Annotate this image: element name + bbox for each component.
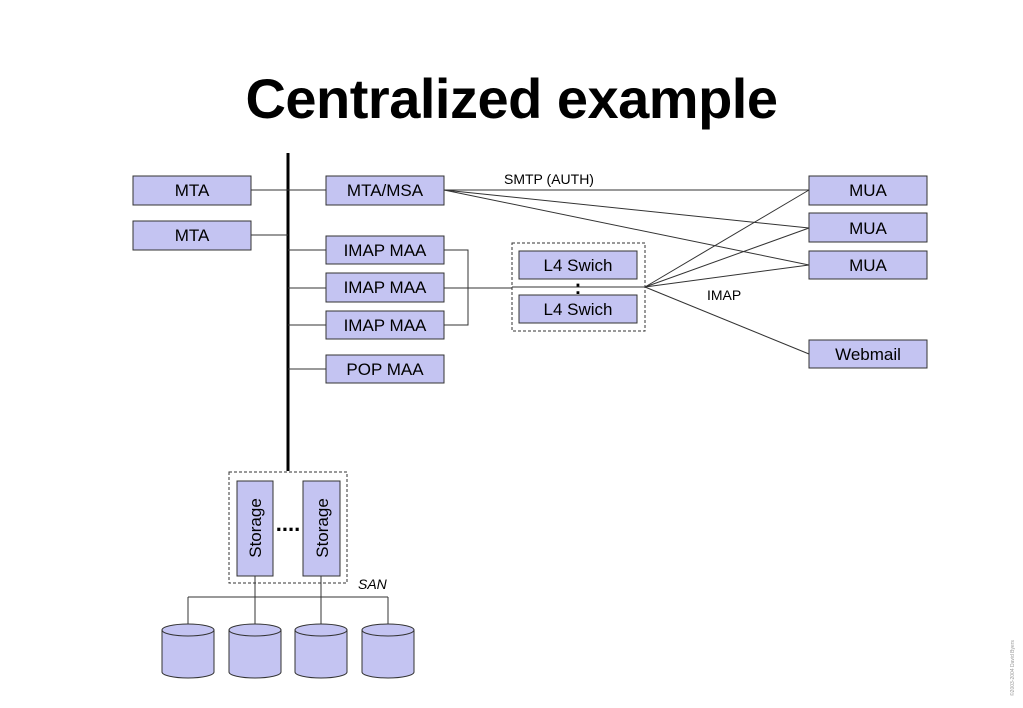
imap-line-2 — [644, 227, 810, 288]
node-label: MUA — [849, 219, 887, 238]
san-label: SAN — [358, 576, 388, 592]
disk-2 — [228, 623, 282, 679]
node-pop-maa: POP MAA — [325, 354, 445, 384]
node-label: IMAP MAA — [344, 316, 427, 335]
node-label: Storage — [246, 498, 265, 558]
node-label: Webmail — [835, 345, 901, 364]
imap-line-4 — [644, 286, 810, 355]
storage-group — [228, 471, 348, 584]
node-label: Storage — [313, 498, 332, 558]
node-storage-2: Storage — [302, 480, 341, 577]
smtp-line-2 — [443, 189, 810, 229]
node-imap-maa-1: IMAP MAA — [325, 235, 445, 265]
switch-ellipsis: : — [575, 277, 582, 299]
storage-ellipsis: .... — [276, 511, 300, 536]
node-mua-3: MUA — [808, 250, 928, 280]
node-label: MTA — [175, 181, 210, 200]
node-label: IMAP MAA — [344, 278, 427, 297]
smtp-label: SMTP (AUTH) — [504, 171, 594, 187]
node-label: L4 Swich — [544, 300, 613, 319]
slide-title: Centralized example — [245, 67, 778, 130]
node-l4-swich-2: L4 Swich — [518, 294, 638, 324]
node-mua-1: MUA — [808, 175, 928, 206]
node-imap-maa-3: IMAP MAA — [325, 310, 445, 340]
node-label: MUA — [849, 181, 887, 200]
copyright-notice: ©2003-2004 David Byers — [1010, 640, 1016, 696]
node-mua-2: MUA — [808, 212, 928, 243]
imap-line-3 — [644, 264, 810, 288]
disk-4 — [361, 623, 415, 679]
node-mta-1: MTA — [132, 175, 252, 206]
disk-1 — [161, 623, 215, 679]
node-storage-1: Storage — [236, 480, 274, 577]
node-l4-swich-1: L4 Swich — [518, 250, 638, 280]
node-label: MUA — [849, 256, 887, 275]
node-mta-2: MTA — [132, 220, 252, 251]
node-mta-msa: MTA/MSA — [325, 175, 445, 206]
disk-3 — [294, 623, 348, 679]
node-label: MTA/MSA — [347, 181, 424, 200]
node-label: MTA — [175, 226, 210, 245]
node-label: L4 Swich — [544, 256, 613, 275]
node-label: POP MAA — [346, 360, 424, 379]
smtp-line-3 — [443, 189, 810, 266]
imap-label: IMAP — [707, 287, 741, 303]
imap-line-1 — [644, 189, 810, 288]
node-webmail: Webmail — [808, 339, 928, 369]
node-imap-maa-2: IMAP MAA — [325, 272, 445, 303]
node-label: IMAP MAA — [344, 241, 427, 260]
